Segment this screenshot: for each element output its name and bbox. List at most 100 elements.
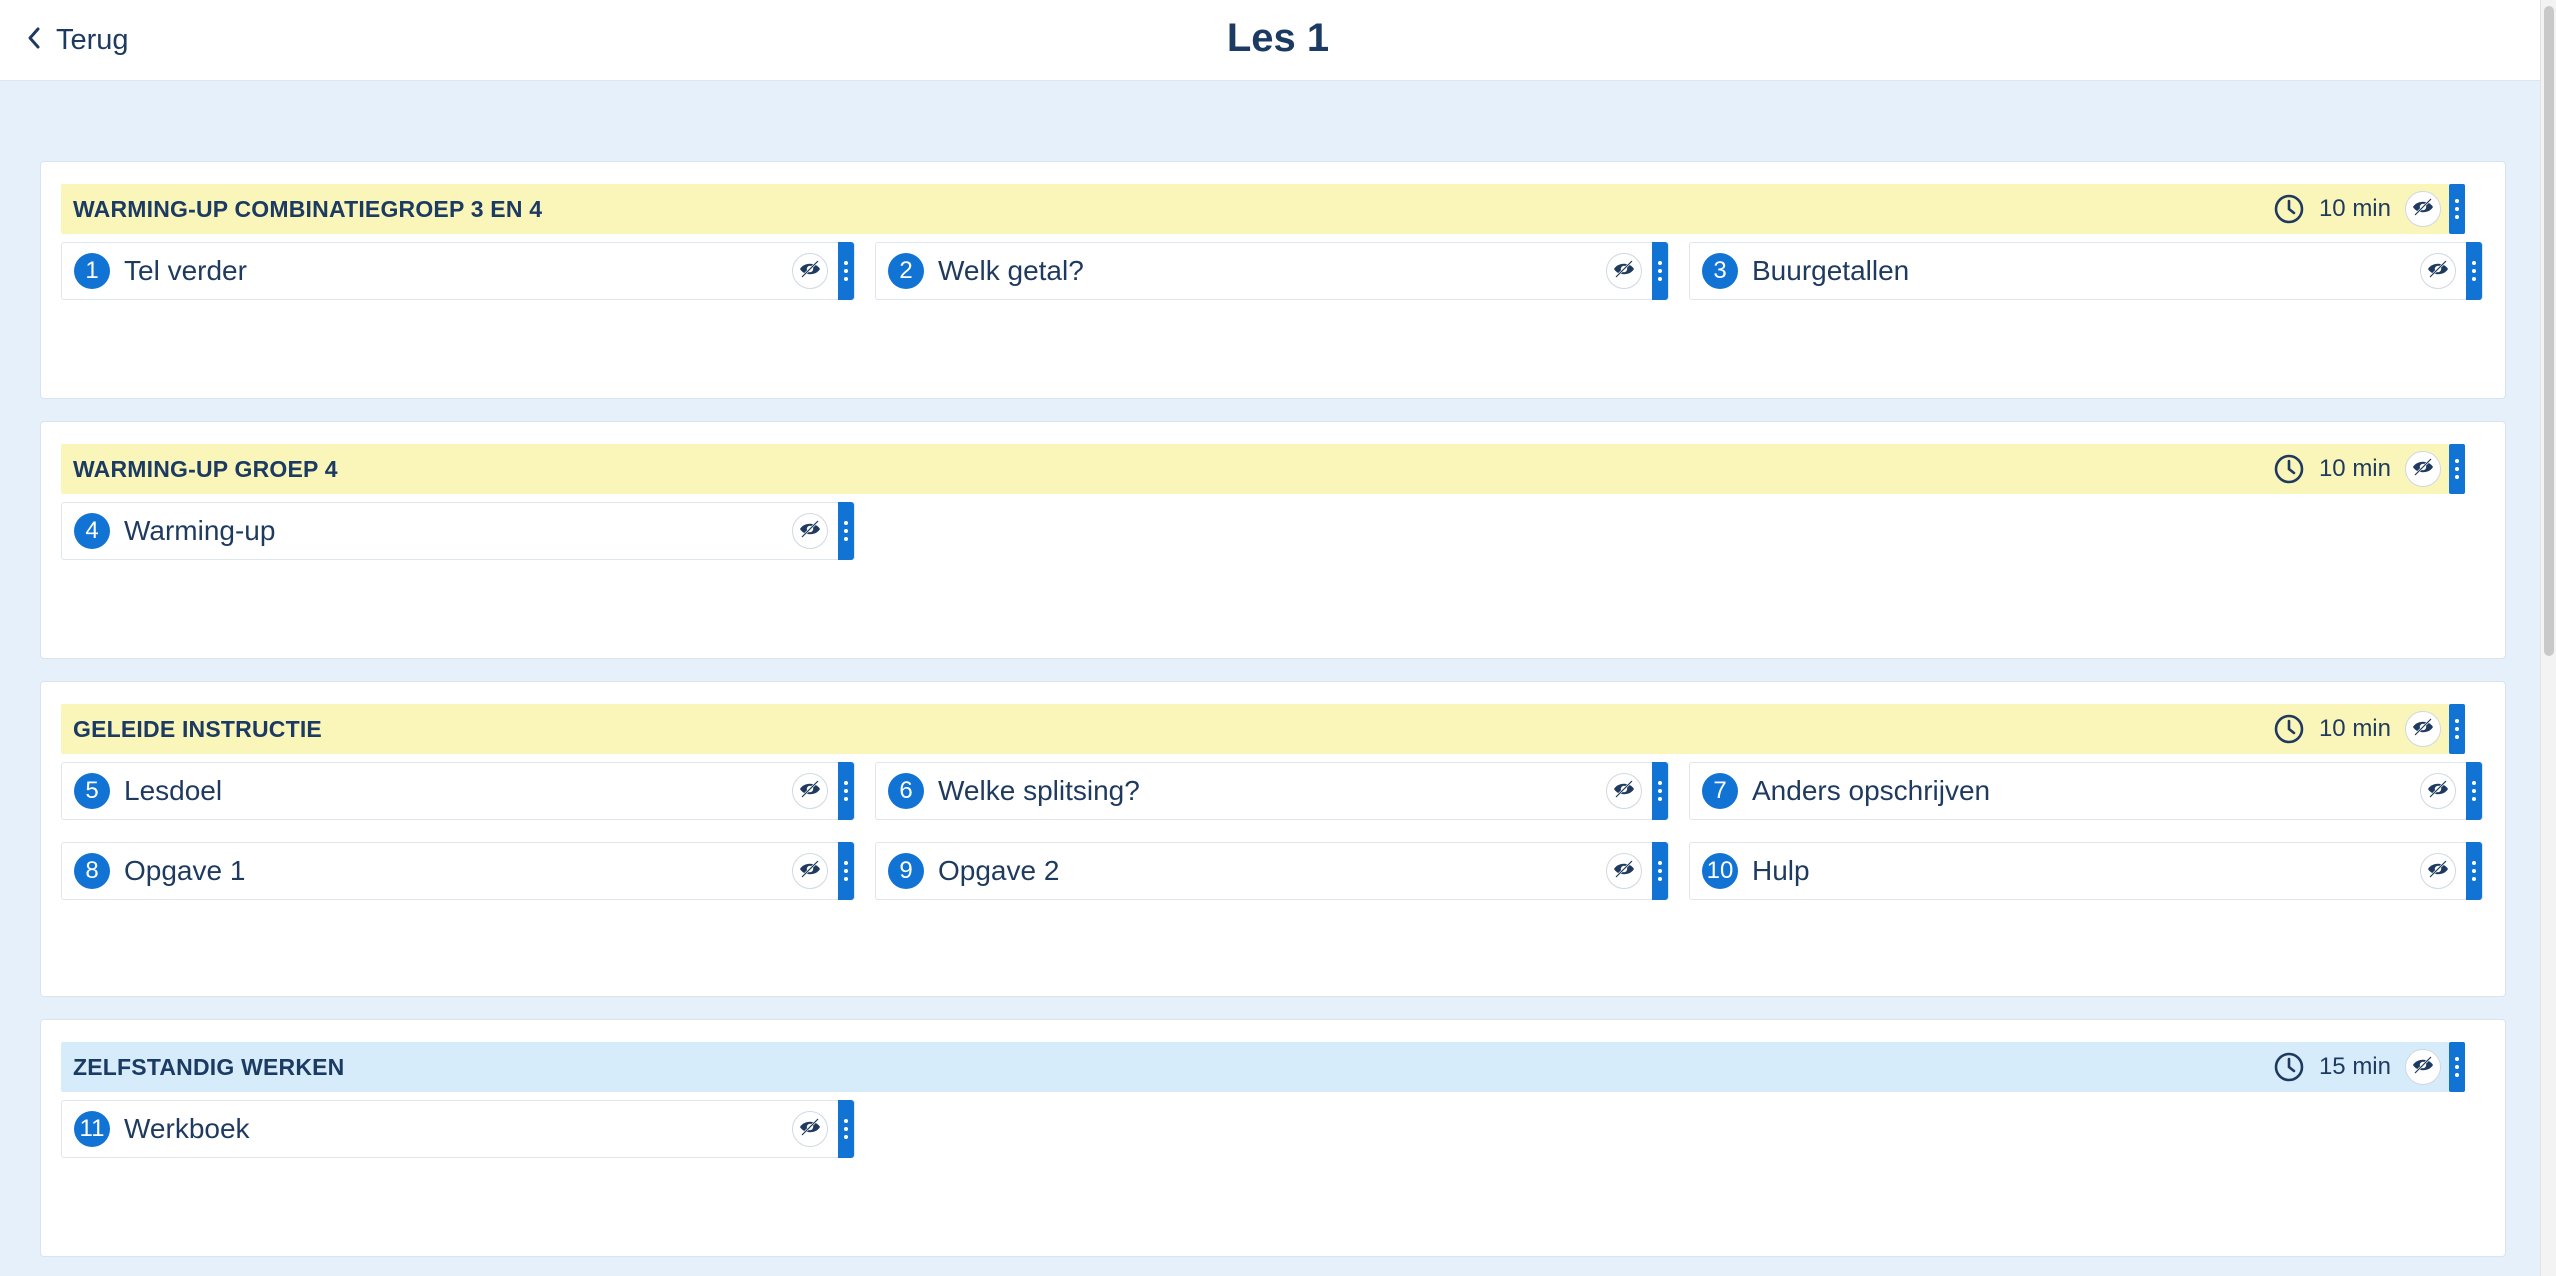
item-menu-button[interactable] <box>2466 242 2482 300</box>
section-geleide-instructie: GELEIDE INSTRUCTIE 10 min 5 Lesdoel 6 We… <box>40 681 2506 997</box>
section-zelfstandig-werken: ZELFSTANDIG WERKEN 15 min 11 Werkboek <box>40 1019 2506 1257</box>
visibility-toggle-button[interactable] <box>2405 191 2441 227</box>
clock-icon <box>2273 193 2305 225</box>
item-menu-button[interactable] <box>1652 842 1668 900</box>
item-number-badge: 9 <box>888 853 924 889</box>
eye-slash-icon <box>2411 715 2435 744</box>
item-label: Anders opschrijven <box>1752 775 1991 806</box>
clock-icon <box>2273 453 2305 485</box>
lesson-item[interactable]: 10 Hulp <box>1689 842 2483 900</box>
duration-label: 10 min <box>2318 715 2391 742</box>
eye-slash-icon <box>2411 1053 2435 1082</box>
lesson-item[interactable]: 7 Anders opschrijven <box>1689 762 2483 820</box>
visibility-toggle-button[interactable] <box>792 773 828 809</box>
item-menu-button[interactable] <box>2466 762 2482 820</box>
item-number-badge: 11 <box>74 1111 110 1147</box>
top-bar: Terug Les 1 <box>0 0 2556 81</box>
visibility-toggle-button[interactable] <box>2420 853 2456 889</box>
eye-slash-icon <box>798 1115 822 1144</box>
item-menu-button[interactable] <box>838 842 854 900</box>
lesson-item[interactable]: 6 Welke splitsing? <box>875 762 1669 820</box>
section-duration: 10 min <box>2273 713 2391 745</box>
section-duration: 15 min <box>2273 1051 2391 1083</box>
item-label: Lesdoel <box>124 775 223 806</box>
item-label: Opgave 1 <box>124 855 246 886</box>
section-title: ZELFSTANDIG WERKEN <box>73 1053 345 1080</box>
eye-slash-icon <box>1612 777 1636 806</box>
visibility-toggle-button[interactable] <box>2420 773 2456 809</box>
eye-slash-icon <box>2411 195 2435 224</box>
item-label: Tel verder <box>124 255 247 286</box>
item-number-badge: 8 <box>74 853 110 889</box>
visibility-toggle-button[interactable] <box>2420 253 2456 289</box>
section-menu-button[interactable] <box>2449 704 2465 754</box>
lesson-item[interactable]: 9 Opgave 2 <box>875 842 1669 900</box>
visibility-toggle-button[interactable] <box>792 1111 828 1147</box>
section-menu-button[interactable] <box>2449 184 2465 234</box>
item-menu-button[interactable] <box>2466 842 2482 900</box>
item-number-badge: 1 <box>74 253 110 289</box>
lesson-items-grid: 5 Lesdoel 6 Welke splitsing? 7 Anders op… <box>61 762 2483 900</box>
visibility-toggle-button[interactable] <box>792 853 828 889</box>
scrollbar-thumb[interactable] <box>2544 6 2554 656</box>
page-title: Les 1 <box>1226 16 1330 60</box>
lesson-items-grid: 11 Werkboek <box>61 1100 2465 1158</box>
item-label: Opgave 2 <box>938 855 1060 886</box>
section-header: GELEIDE INSTRUCTIE 10 min <box>61 704 2465 754</box>
eye-slash-icon <box>798 857 822 886</box>
lesson-item[interactable]: 3 Buurgetallen <box>1689 242 2483 300</box>
duration-label: 15 min <box>2318 1053 2391 1080</box>
duration-label: 10 min <box>2318 455 2391 482</box>
section-title: GELEIDE INSTRUCTIE <box>73 715 322 742</box>
lesson-item[interactable]: 11 Werkboek <box>61 1100 855 1158</box>
item-menu-button[interactable] <box>838 1100 854 1158</box>
clock-icon <box>2273 713 2305 745</box>
section-title: WARMING-UP COMBINATIEGROEP 3 EN 4 <box>73 195 543 222</box>
eye-slash-icon <box>2426 777 2450 806</box>
lesson-items-grid: 1 Tel verder 2 Welk getal? 3 Buurgetalle… <box>61 242 2483 300</box>
section-warming-up-groep-4: WARMING-UP GROEP 4 10 min 4 Warming-up <box>40 421 2506 659</box>
lesson-item[interactable]: 8 Opgave 1 <box>61 842 855 900</box>
visibility-toggle-button[interactable] <box>1606 853 1642 889</box>
duration-label: 10 min <box>2318 195 2391 222</box>
visibility-toggle-button[interactable] <box>1606 773 1642 809</box>
eye-slash-icon <box>2411 455 2435 484</box>
item-menu-button[interactable] <box>838 502 854 560</box>
section-menu-button[interactable] <box>2449 1042 2465 1092</box>
item-number-badge: 2 <box>888 253 924 289</box>
item-number-badge: 7 <box>1702 773 1738 809</box>
lesson-item[interactable]: 1 Tel verder <box>61 242 855 300</box>
eye-slash-icon <box>798 257 822 286</box>
lesson-item[interactable]: 4 Warming-up <box>61 502 855 560</box>
back-label: Terug <box>56 23 129 56</box>
item-menu-button[interactable] <box>838 242 854 300</box>
vertical-scrollbar[interactable] <box>2540 0 2556 1276</box>
item-menu-button[interactable] <box>838 762 854 820</box>
section-menu-button[interactable] <box>2449 444 2465 494</box>
back-button[interactable]: Terug <box>26 22 129 58</box>
clock-icon <box>2273 1051 2305 1083</box>
visibility-toggle-button[interactable] <box>2405 711 2441 747</box>
lesson-item[interactable]: 2 Welk getal? <box>875 242 1669 300</box>
chevron-left-icon <box>26 26 42 55</box>
eye-slash-icon <box>2426 857 2450 886</box>
item-number-badge: 3 <box>1702 253 1738 289</box>
section-header: WARMING-UP COMBINATIEGROEP 3 EN 4 10 min <box>61 184 2465 234</box>
item-number-badge: 4 <box>74 513 110 549</box>
section-duration: 10 min <box>2273 193 2391 225</box>
item-menu-button[interactable] <box>1652 762 1668 820</box>
visibility-toggle-button[interactable] <box>2405 451 2441 487</box>
item-label: Buurgetallen <box>1752 255 1910 286</box>
visibility-toggle-button[interactable] <box>1606 253 1642 289</box>
eye-slash-icon <box>1612 857 1636 886</box>
section-warming-up-combinatiegroep: WARMING-UP COMBINATIEGROEP 3 EN 4 10 min… <box>40 161 2506 399</box>
lesson-items-grid: 4 Warming-up <box>61 502 2465 560</box>
lesson-item[interactable]: 5 Lesdoel <box>61 762 855 820</box>
item-menu-button[interactable] <box>1652 242 1668 300</box>
item-number-badge: 6 <box>888 773 924 809</box>
visibility-toggle-button[interactable] <box>2405 1049 2441 1085</box>
visibility-toggle-button[interactable] <box>792 253 828 289</box>
eye-slash-icon <box>2426 257 2450 286</box>
item-number-badge: 10 <box>1702 853 1738 889</box>
visibility-toggle-button[interactable] <box>792 513 828 549</box>
